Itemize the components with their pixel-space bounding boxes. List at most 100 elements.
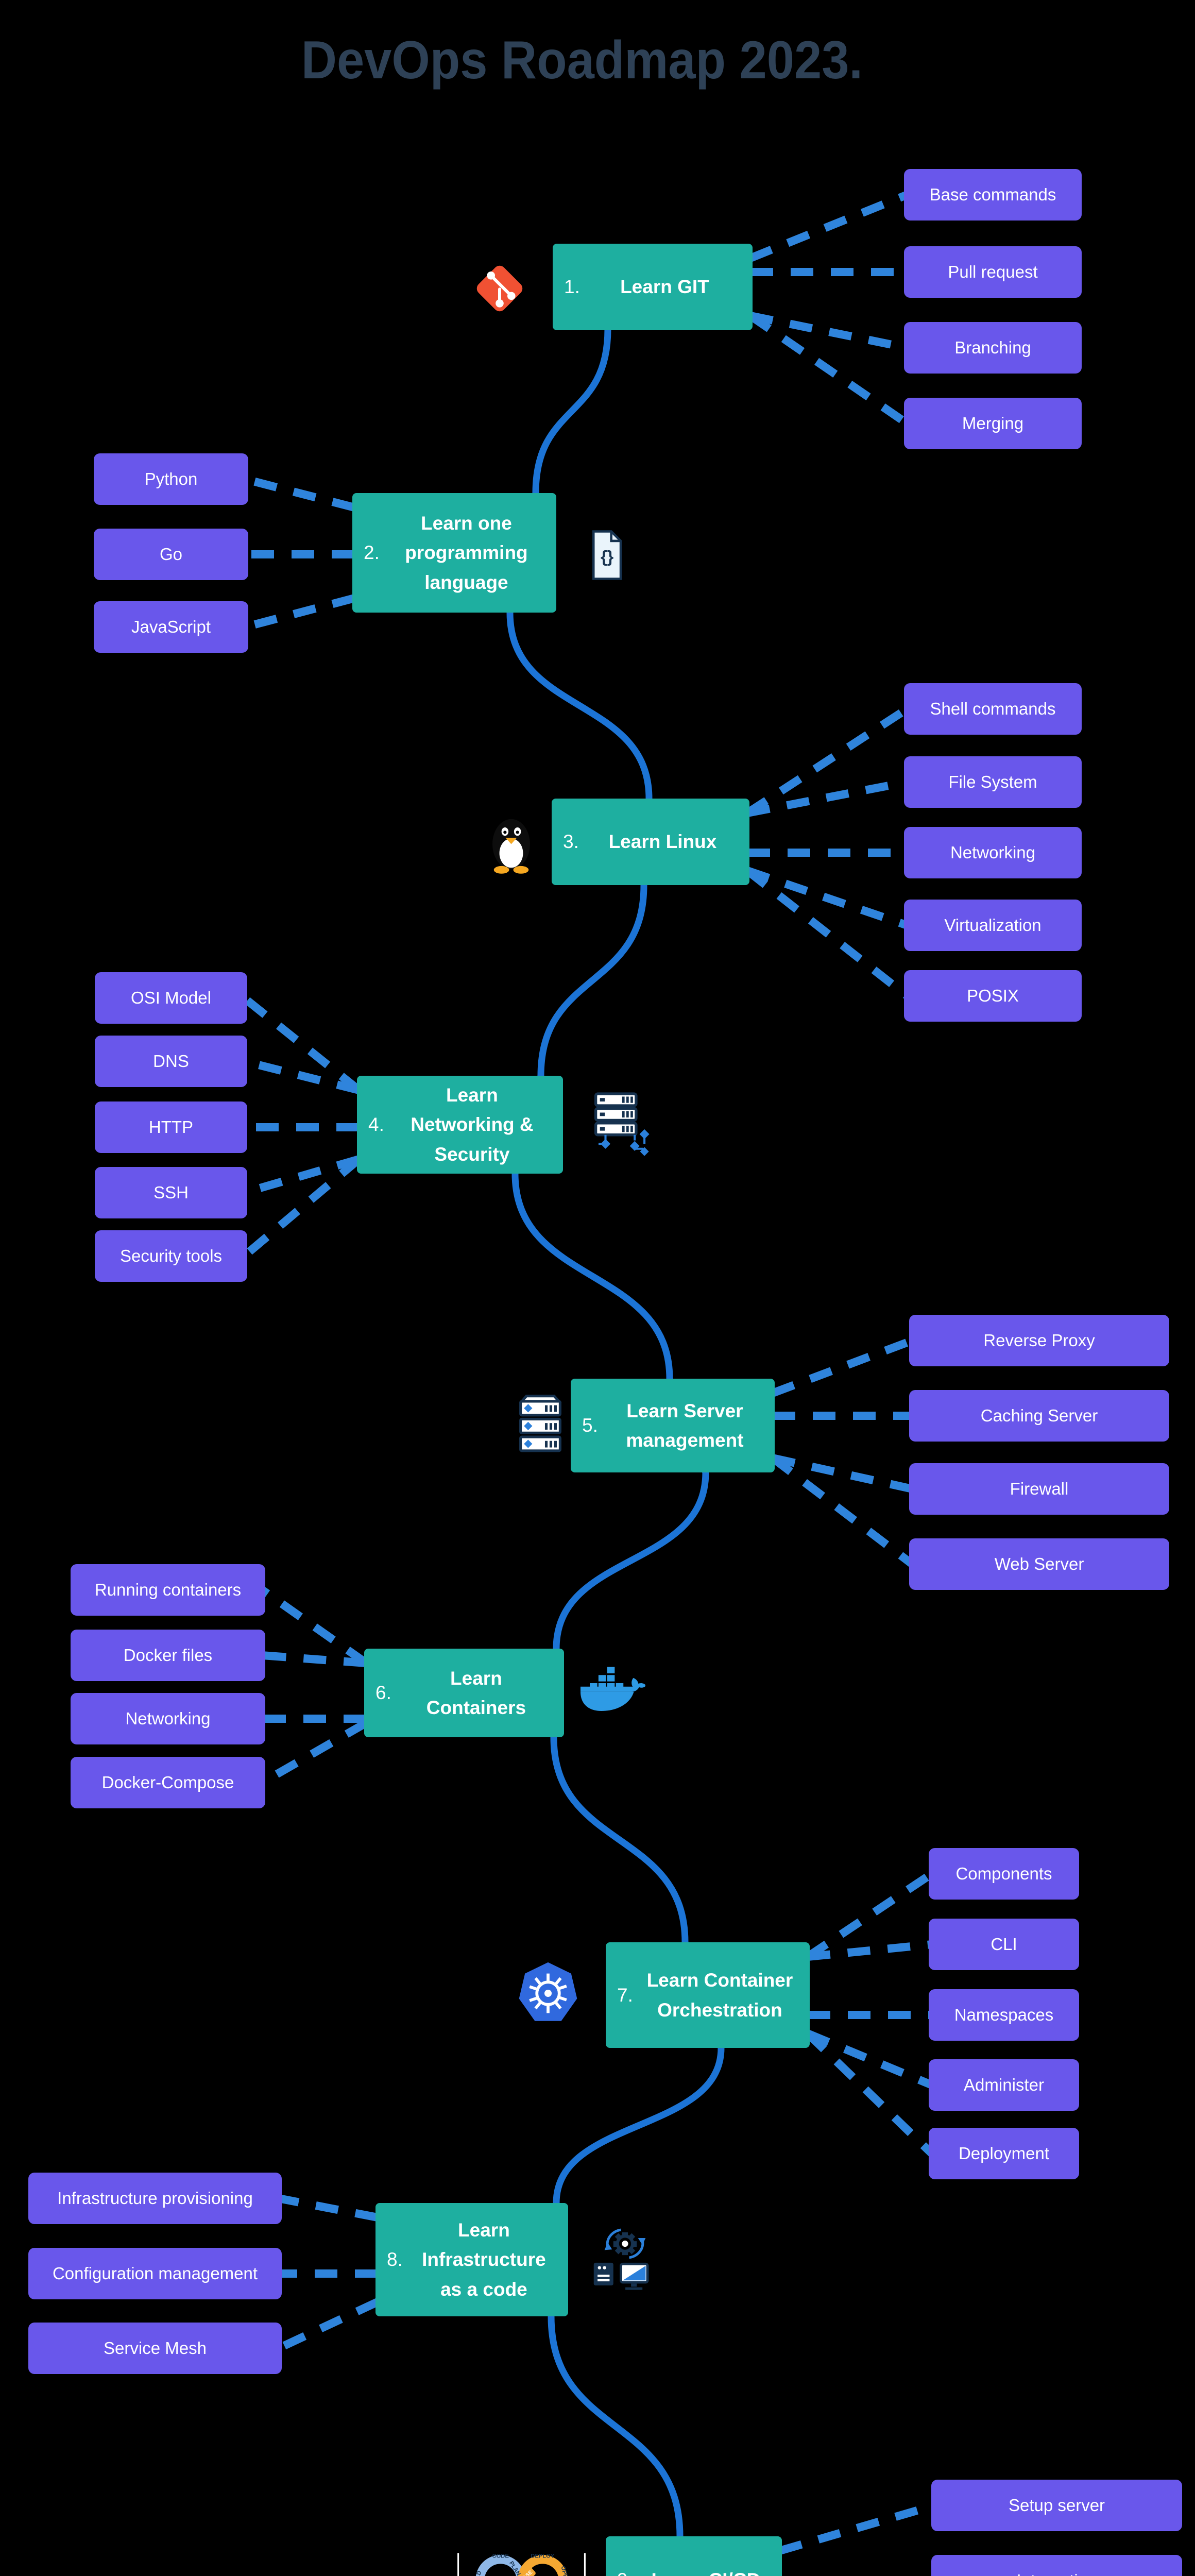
step-box-learn-git: 1. Learn GIT	[553, 244, 753, 330]
step-title: Learn Container Orchestration	[646, 1970, 793, 2021]
step-box-learn-networking-security: 4. Learn Networking & Security	[357, 1076, 563, 1174]
topic-box-integration: Integration	[931, 2555, 1182, 2576]
step-title: Learn Infrastructure as a code	[422, 2219, 546, 2300]
topic-box-reverse-proxy: Reverse Proxy	[909, 1315, 1169, 1366]
step-box-learn-one-programming-language: 2.Learn one programming language	[352, 493, 556, 613]
topic-box-networking: Networking	[904, 827, 1082, 878]
step-number: 9.	[617, 2569, 633, 2576]
svg-text:DEPLOY: DEPLOY	[531, 2553, 555, 2560]
svg-text:BUILD: BUILD	[472, 2570, 483, 2576]
step-number: 5.	[582, 1415, 598, 1436]
step-number: 4.	[368, 1114, 384, 1135]
automation-icon	[586, 2222, 656, 2296]
step-box-learn-infrastructure-as-a-code: 8. Learn Infrastructure as a code	[375, 2203, 568, 2316]
svg-text:{}: {}	[601, 547, 614, 566]
topic-box-http: HTTP	[95, 1101, 247, 1153]
dashed-connector	[770, 1454, 915, 1568]
network-icon	[585, 1082, 654, 1167]
dashed-connector	[749, 312, 908, 352]
dashed-connector	[772, 1454, 913, 1493]
dashed-connector	[746, 867, 909, 929]
topic-box-javascript: JavaScript	[94, 601, 248, 653]
server-rack-icon	[507, 1386, 573, 1464]
linux-tux-icon	[476, 794, 546, 888]
dashed-connector	[805, 1870, 934, 1960]
step-title: Learn Linux	[608, 831, 717, 853]
step-number: 8.	[387, 2249, 403, 2270]
kubernetes-icon	[515, 1958, 581, 2029]
topic-box-security-tools: Security tools	[95, 1230, 247, 1282]
topic-box-cli: CLI	[929, 1919, 1079, 1970]
topic-box-running-containers: Running containers	[71, 1564, 265, 1616]
step-box-learn-container-orchestration: 7. Learn Container Orchestration	[606, 1942, 810, 2048]
topic-box-file-system: File System	[904, 756, 1082, 808]
dashed-connector	[807, 1940, 932, 1961]
dashed-connector	[771, 1336, 914, 1397]
dashed-connector	[262, 1651, 367, 1667]
page-title: DevOps Roadmap 2023.	[301, 30, 863, 90]
topic-box-python: Python	[94, 453, 248, 505]
topic-box-go: Go	[94, 529, 248, 580]
topic-box-firewall: Firewall	[909, 1463, 1169, 1515]
svg-text:CODE: CODE	[492, 2553, 509, 2560]
topic-box-docker-files: Docker files	[71, 1630, 265, 1681]
topic-box-configuration-management: Configuration management	[28, 2248, 282, 2299]
dashed-connector	[277, 2298, 380, 2352]
code-file-icon: {}	[577, 518, 636, 592]
dashed-connector	[241, 994, 362, 1094]
docker-icon	[576, 1665, 645, 1724]
dashed-connector	[778, 2501, 936, 2555]
topic-box-web-server: Web Server	[909, 1538, 1169, 1590]
cicd-infinity-icon: CODE BUILD PLAN TEST DEPLOY OPERATE MONI…	[456, 2545, 587, 2576]
topic-box-networking: Networking	[71, 1693, 265, 1744]
dashed-connector	[806, 2029, 934, 2089]
step-number: 7.	[617, 1984, 633, 2006]
topic-box-setup-server: Setup server	[931, 2480, 1182, 2531]
topic-box-merging: Merging	[904, 398, 1082, 449]
dashed-connector	[260, 1719, 368, 1786]
step-box-learn-containers: 6. Learn Containers	[364, 1649, 564, 1737]
step-number: 3.	[563, 831, 579, 852]
dashed-connector	[746, 778, 908, 817]
dashed-connector	[241, 1156, 362, 1260]
step-title: Learn GIT	[620, 276, 709, 298]
dashed-connector	[244, 594, 356, 631]
topic-box-namespaces: Namespaces	[929, 1989, 1079, 2041]
git-icon	[469, 258, 531, 319]
topic-box-pull-request: Pull request	[904, 246, 1082, 298]
topic-box-components: Components	[929, 1848, 1079, 1900]
topic-box-caching-server: Caching Server	[909, 1390, 1169, 1442]
step-box-learn-server-management: 5. Learn Server management	[571, 1379, 775, 1472]
dashed-connector	[745, 705, 910, 817]
topic-box-administer: Administer	[929, 2059, 1079, 2111]
step-number: 6.	[375, 1682, 391, 1703]
step-title: Learn Networking & Security	[411, 1084, 534, 1165]
topic-box-shell-commands: Shell commands	[904, 683, 1082, 735]
step-title: Learn CI/CD	[641, 2565, 771, 2576]
dashed-connector	[278, 2194, 379, 2222]
dashed-connector	[243, 1057, 360, 1094]
step-title: Learn Server management	[626, 1400, 744, 1451]
step-number: 1.	[564, 276, 580, 297]
dashed-connector	[748, 191, 909, 262]
dashed-connector	[260, 1586, 369, 1667]
topic-box-dns: DNS	[95, 1036, 247, 1087]
dashed-connector	[745, 867, 910, 999]
topic-box-posix: POSIX	[904, 970, 1082, 1022]
step-title: Learn Containers	[426, 1667, 526, 1718]
topic-box-base-commands: Base commands	[904, 169, 1082, 221]
topic-box-ssh: SSH	[95, 1167, 247, 1218]
topic-box-virtualization: Virtualization	[904, 900, 1082, 951]
topic-box-docker-compose: Docker-Compose	[71, 1757, 265, 1808]
topic-box-infrastructure-provisioning: Infrastructure provisioning	[28, 2173, 282, 2224]
dashed-connector	[243, 1155, 361, 1197]
step-title: Learn one programming language	[405, 512, 528, 593]
step-box-learn-linux: 3. Learn Linux	[552, 799, 749, 885]
step-box-learn-ci-cd: 9. Learn CI/CD	[606, 2536, 782, 2576]
topic-box-branching: Branching	[904, 322, 1082, 374]
topic-box-service-mesh: Service Mesh	[28, 2323, 282, 2374]
dashed-connector	[748, 312, 910, 427]
dashed-connector	[244, 475, 356, 512]
